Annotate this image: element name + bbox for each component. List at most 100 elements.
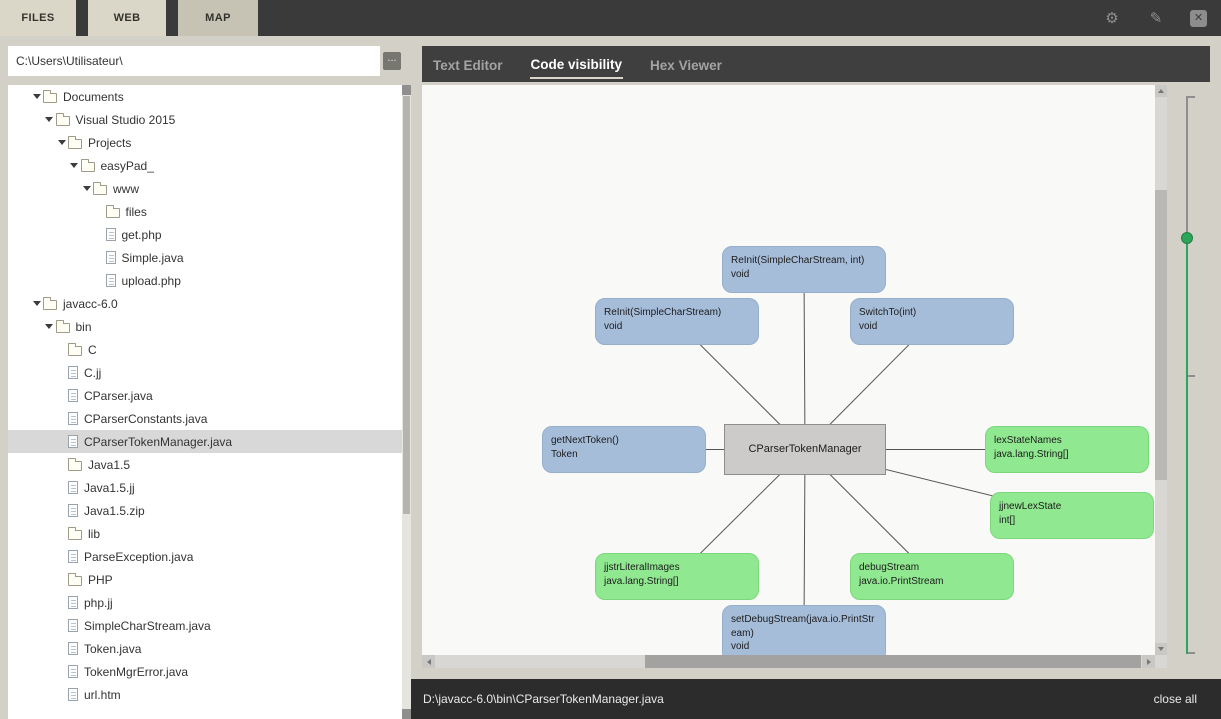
- window-controls: ⚙ ✎ ✕: [1102, 0, 1207, 36]
- tab-hex-viewer[interactable]: Hex Viewer: [650, 58, 722, 73]
- diagram-edges: [624, 269, 1073, 629]
- tree-item[interactable]: get.php: [8, 223, 402, 246]
- tab-code-visibility[interactable]: Code visibility: [529, 49, 624, 79]
- expander-icon[interactable]: [80, 182, 93, 195]
- zoom-slider-thumb[interactable]: [1181, 232, 1193, 244]
- expander-icon[interactable]: [55, 435, 68, 448]
- expander-icon[interactable]: [55, 665, 68, 678]
- pencil-icon[interactable]: ✎: [1149, 10, 1163, 27]
- tree-item[interactable]: Token.java: [8, 637, 402, 660]
- member-node[interactable]: ReInit(SimpleCharStream, int) void: [722, 246, 886, 293]
- tree-item[interactable]: ParseException.java: [8, 545, 402, 568]
- expander-icon[interactable]: [30, 90, 43, 103]
- expander-icon[interactable]: [55, 688, 68, 701]
- zoom-slider[interactable]: [1177, 92, 1197, 660]
- tree-item[interactable]: lib: [8, 522, 402, 545]
- tree-item[interactable]: Java1.5: [8, 453, 402, 476]
- expander-icon[interactable]: [55, 527, 68, 540]
- tab-web[interactable]: WEB: [88, 0, 166, 36]
- vertical-scrollbar-thumb[interactable]: [1155, 190, 1167, 480]
- file-tree: Documents Visual Studio 2015 Projects ea…: [8, 85, 402, 719]
- member-name: jjstrLiteralImages: [604, 562, 680, 573]
- member-node[interactable]: ReInit(SimpleCharStream) void: [595, 298, 759, 345]
- tree-item[interactable]: CParserConstants.java: [8, 407, 402, 430]
- scroll-up-button[interactable]: [402, 85, 411, 95]
- expander-icon[interactable]: [55, 412, 68, 425]
- expander-icon[interactable]: [55, 550, 68, 563]
- tree-item[interactable]: PHP: [8, 568, 402, 591]
- tree-item-label: Java1.5.zip: [84, 503, 145, 518]
- scroll-right-button[interactable]: [1142, 655, 1155, 668]
- tree-scrollbar[interactable]: [402, 85, 411, 719]
- tree-item[interactable]: www: [8, 177, 402, 200]
- tree-item[interactable]: Projects: [8, 131, 402, 154]
- tree-item[interactable]: CParser.java: [8, 384, 402, 407]
- tree-item[interactable]: SimpleCharStream.java: [8, 614, 402, 637]
- member-type: java.lang.String[]: [994, 448, 1069, 460]
- gear-icon[interactable]: ⚙: [1105, 10, 1119, 27]
- expander-icon[interactable]: [93, 205, 106, 218]
- horizontal-scrollbar-thumb[interactable]: [645, 655, 1141, 668]
- tree-item[interactable]: easyPad_: [8, 154, 402, 177]
- expander-icon[interactable]: [55, 481, 68, 494]
- member-node[interactable]: getNextToken() Token: [542, 426, 706, 473]
- expander-icon[interactable]: [43, 320, 56, 333]
- scroll-up-button[interactable]: [1155, 85, 1167, 97]
- tree-item[interactable]: files: [8, 200, 402, 223]
- expander-icon[interactable]: [55, 389, 68, 402]
- tree-item[interactable]: C: [8, 338, 402, 361]
- expander-icon[interactable]: [93, 274, 106, 287]
- tree-item[interactable]: Documents: [8, 85, 402, 108]
- class-node[interactable]: CParserTokenManager: [724, 424, 886, 475]
- member-node[interactable]: debugStream java.io.PrintStream: [850, 553, 1014, 600]
- tree-item[interactable]: url.htm: [8, 683, 402, 706]
- tree-item[interactable]: Visual Studio 2015: [8, 108, 402, 131]
- scroll-down-button[interactable]: [402, 709, 411, 719]
- scroll-left-button[interactable]: [422, 655, 435, 668]
- scroll-down-button[interactable]: [1155, 643, 1167, 655]
- expander-icon[interactable]: [55, 343, 68, 356]
- tree-item[interactable]: Java1.5.jj: [8, 476, 402, 499]
- expander-icon[interactable]: [93, 228, 106, 241]
- close-all-button[interactable]: close all: [1153, 692, 1197, 706]
- member-node[interactable]: SwitchTo(int) void: [850, 298, 1014, 345]
- zoom-slider-track-filled[interactable]: [1186, 238, 1188, 654]
- member-node[interactable]: setDebugStream(java.io.PrintStream) void: [722, 605, 886, 662]
- expander-icon[interactable]: [30, 297, 43, 310]
- tree-item[interactable]: Simple.java: [8, 246, 402, 269]
- diagram-vertical-scrollbar[interactable]: [1155, 85, 1167, 655]
- zoom-slider-track[interactable]: [1186, 96, 1188, 238]
- tree-scrollbar-thumb[interactable]: [403, 96, 410, 514]
- expander-icon[interactable]: [55, 504, 68, 517]
- member-node[interactable]: jjnewLexState int[]: [990, 492, 1154, 539]
- tree-item-label: php.jj: [84, 595, 113, 610]
- expander-icon[interactable]: [55, 136, 68, 149]
- member-node[interactable]: jjstrLiteralImages java.lang.String[]: [595, 553, 759, 600]
- tab-map[interactable]: MAP: [178, 0, 258, 36]
- member-node[interactable]: lexStateNames java.lang.String[]: [985, 426, 1149, 473]
- close-icon[interactable]: ✕: [1190, 9, 1207, 27]
- tree-item[interactable]: upload.php: [8, 269, 402, 292]
- tree-item[interactable]: javacc-6.0: [8, 292, 402, 315]
- browse-button[interactable]: ...: [383, 52, 401, 70]
- tab-text-editor[interactable]: Text Editor: [433, 58, 503, 73]
- expander-icon[interactable]: [93, 251, 106, 264]
- expander-icon[interactable]: [55, 642, 68, 655]
- expander-icon[interactable]: [55, 619, 68, 632]
- diagram-horizontal-scrollbar[interactable]: [422, 655, 1155, 668]
- tree-item[interactable]: TokenMgrError.java: [8, 660, 402, 683]
- tree-item[interactable]: Java1.5.zip: [8, 499, 402, 522]
- expander-icon[interactable]: [55, 596, 68, 609]
- expander-icon[interactable]: [55, 458, 68, 471]
- tree-item[interactable]: bin: [8, 315, 402, 338]
- tree-item[interactable]: C.jj: [8, 361, 402, 384]
- tree-item[interactable]: php.jj: [8, 591, 402, 614]
- tree-item[interactable]: CParserTokenManager.java: [8, 430, 402, 453]
- expander-icon[interactable]: [55, 366, 68, 379]
- tab-files[interactable]: FILES: [0, 0, 76, 36]
- expander-icon[interactable]: [55, 573, 68, 586]
- expander-icon[interactable]: [68, 159, 81, 172]
- path-input[interactable]: [8, 46, 380, 76]
- expander-icon[interactable]: [43, 113, 56, 126]
- tree-item-label: C: [88, 342, 97, 357]
